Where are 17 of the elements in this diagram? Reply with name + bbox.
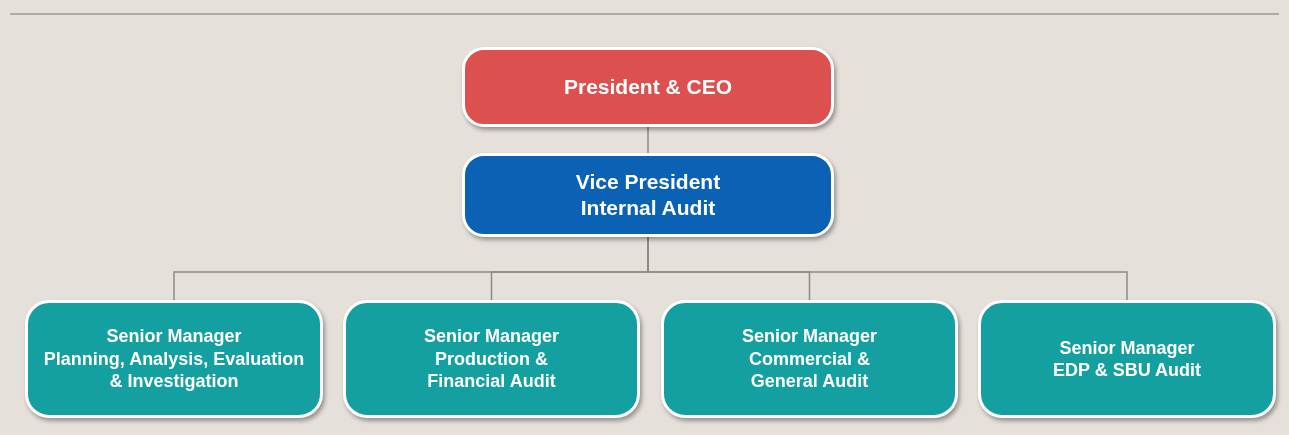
org-box — [25, 300, 323, 418]
org-box — [343, 300, 640, 418]
connector-line — [647, 126, 649, 154]
org-box — [661, 300, 958, 418]
org-box — [978, 300, 1276, 418]
box-title: Production & Financial Audit — [426, 347, 557, 393]
box-title: Planning, Analysis, Evaluation & Investigation — [42, 347, 306, 393]
box-title: EDP & SBU Audit — [1053, 359, 1201, 382]
org-box — [462, 153, 834, 237]
box-title: Senior Manager — [423, 325, 559, 348]
box-title: Vice President Internal Audit — [574, 168, 722, 221]
box-title: President & CEO — [563, 73, 732, 100]
box-title: Senior Manager — [106, 325, 242, 348]
box-title: Senior Manager — [741, 325, 877, 348]
org-box — [462, 47, 834, 127]
box-title: Commercial & General Audit — [747, 347, 871, 393]
box-title: Senior Manager — [1059, 336, 1195, 359]
